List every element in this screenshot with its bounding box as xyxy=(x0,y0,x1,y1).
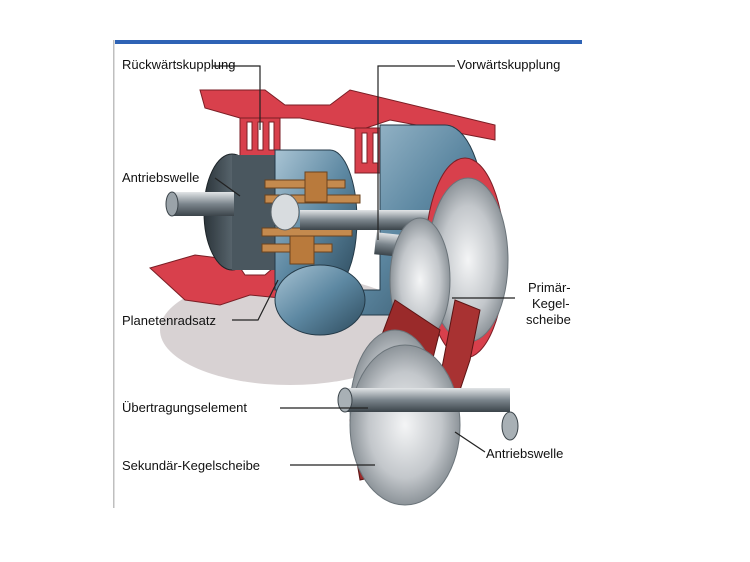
header-bar xyxy=(115,40,582,44)
label-planetenradsatz: Planetenradsatz xyxy=(122,313,216,328)
input-shaft xyxy=(172,192,234,216)
label-primaer-line1: Primär- xyxy=(528,280,571,295)
label-vorwaertskupplung: Vorwärtskupplung xyxy=(457,57,561,72)
lower-drum xyxy=(274,264,366,336)
label-primaer-line3: scheibe xyxy=(526,312,571,327)
secondary-cone-front xyxy=(349,344,461,506)
input-shaft-end xyxy=(165,191,179,217)
label-uebertragungselement: Übertragungselement xyxy=(122,400,248,415)
label-rueckwaertskupplung: Rückwärtskupplung xyxy=(122,57,236,72)
leader-lines xyxy=(213,65,515,466)
output-shaft xyxy=(345,388,510,412)
label-antriebswelle-input: Antriebswelle xyxy=(122,170,200,185)
frame-left-border xyxy=(113,40,115,508)
planetary-gearset xyxy=(261,171,361,265)
label-sekundaer-kegelscheibe: Sekundär-Kegelscheibe xyxy=(122,458,261,473)
output-shaft-end-left xyxy=(337,387,353,413)
label-primaer-line2: Kegel- xyxy=(532,296,570,311)
output-shaft-end-right xyxy=(501,411,519,441)
label-antriebswelle-output: Antriebswelle xyxy=(486,446,564,461)
